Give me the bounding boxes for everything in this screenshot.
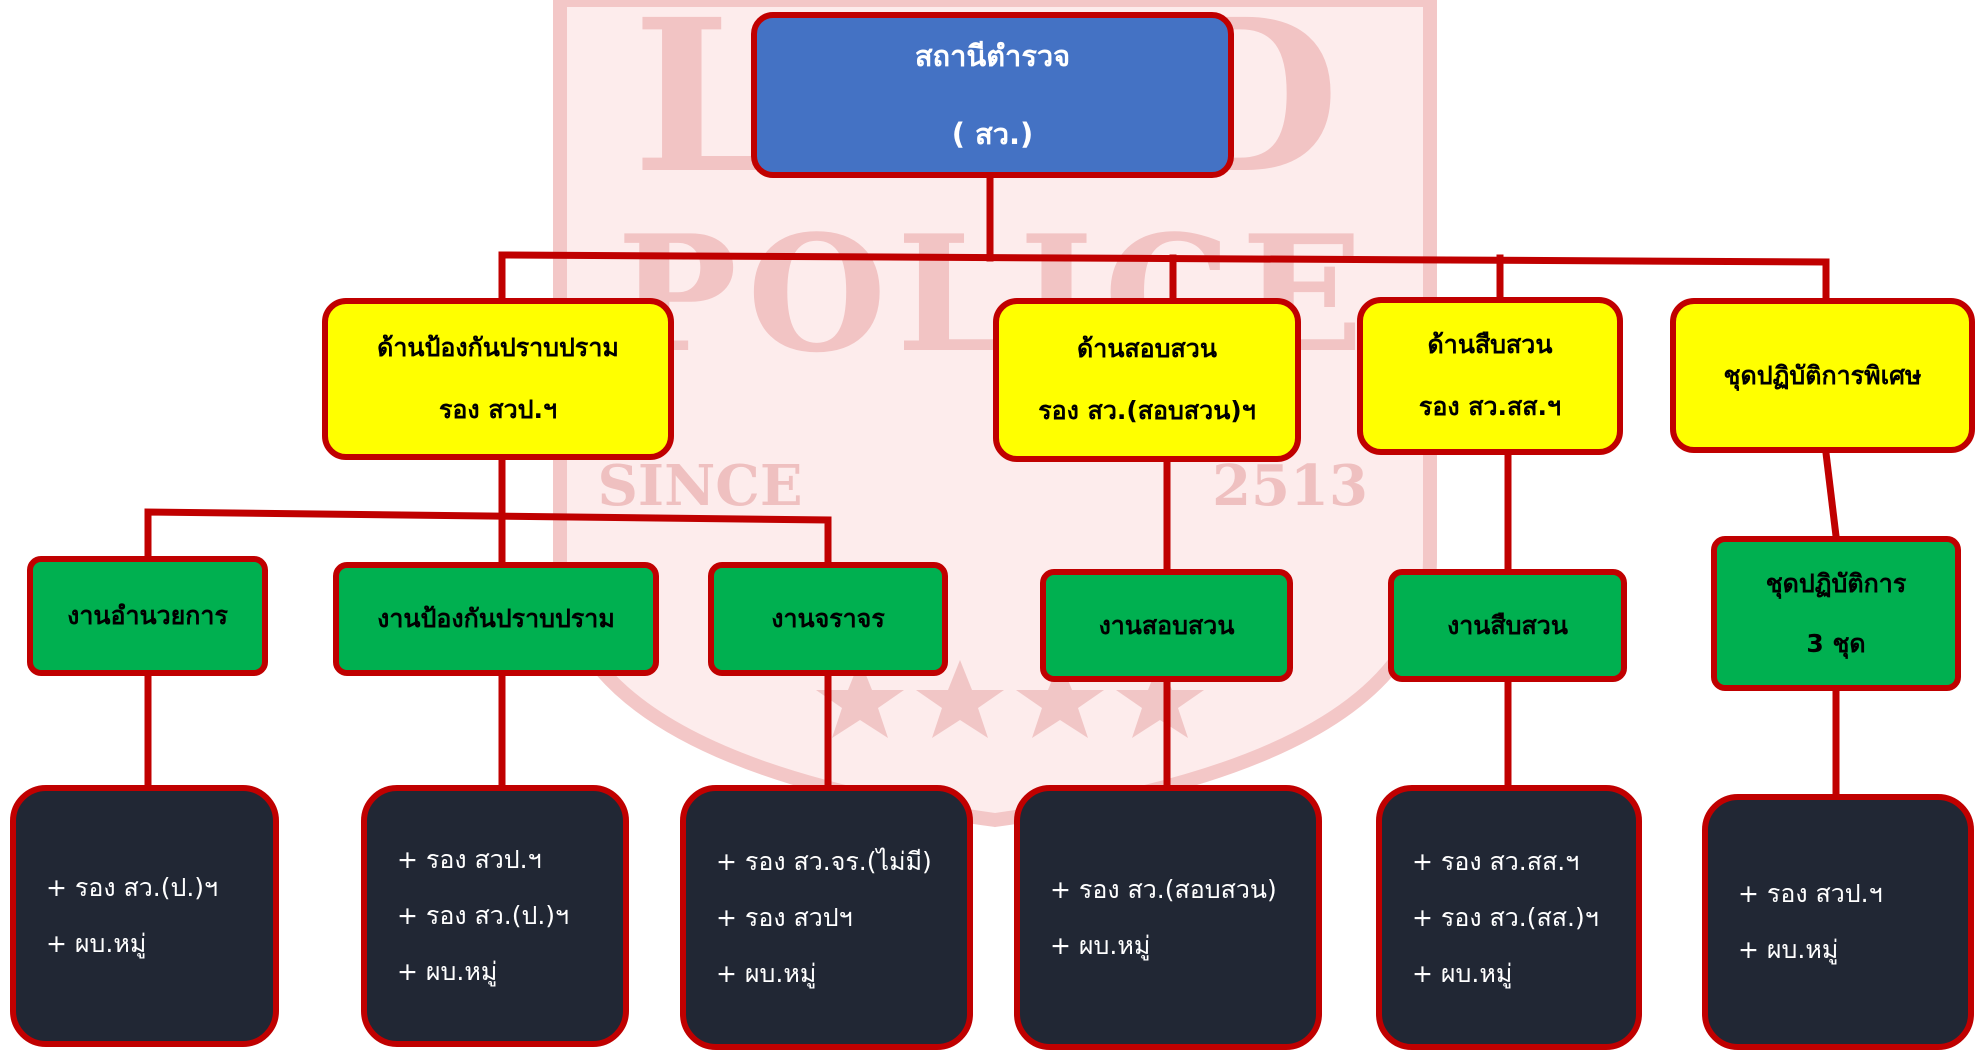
staff-item: + รอง สวป.ฯ [1738,879,1883,908]
division-head: รอง สวป.ฯ [438,395,558,424]
staff-item: + รอง สวปฯ [716,902,853,932]
division-head: รอง สว.(สอบสวน)ฯ [1038,396,1256,425]
staff-item: + ผบ.หมู่ [46,929,147,958]
staff-item: + รอง สว.(สส.)ฯ [1412,902,1599,932]
unit-title: งานป้องกันปราบปราม [377,604,615,633]
unit-special-ops-teams: ชุดปฏิบัติการ 3 ชุด [1711,536,1961,691]
staff-item: + รอง สวป.ฯ [397,845,542,874]
unit-title: งานอำนวยการ [67,601,228,630]
staff-prevention: + รอง สวป.ฯ + รอง สว.(ป.)ฯ + ผบ.หมู่ [361,785,629,1047]
unit-prevention: งานป้องกันปราบปราม [333,562,659,676]
division-prevention: ด้านป้องกันปราบปราม รอง สวป.ฯ [322,298,674,460]
staff-administration: + รอง สว.(ป.)ฯ + ผบ.หมู่ [10,785,279,1047]
staff-item: + ผบ.หมู่ [397,957,498,986]
unit-administration: งานอำนวยการ [27,556,268,676]
division-title: ด้านสืบสวน [1427,330,1553,359]
division-inquiry: ด้านสอบสวน รอง สว.(สอบสวน)ฯ [993,298,1301,462]
staff-item: + ผบ.หมู่ [1412,958,1513,988]
unit-title: งานสอบสวน [1098,610,1235,640]
staff-item: + ผบ.หมู่ [716,958,817,988]
division-title: ชุดปฏิบัติการพิเศษ [1723,360,1922,390]
division-title: ด้านป้องกันปราบปราม [377,333,619,362]
staff-item: + รอง สว.จร.(ไม่มี) [716,846,932,876]
unit-subtitle: 3 ชุด [1806,628,1866,658]
staff-item: + ผบ.หมู่ [1738,935,1839,964]
unit-title: งานสืบสวน [1447,610,1568,640]
staff-item: + รอง สว.(ป.)ฯ [46,873,219,902]
staff-item: + รอง สว.(สอบสวน) [1050,874,1277,904]
division-investigation: ด้านสืบสวน รอง สว.สส.ฯ [1357,297,1623,455]
division-head: รอง สว.สส.ฯ [1418,392,1562,421]
root-title: สถานีตำรวจ [914,39,1071,73]
unit-inquiry: งานสอบสวน [1040,569,1293,682]
unit-title: ชุดปฏิบัติการ [1765,568,1907,598]
unit-title: งานจราจร [771,604,885,633]
staff-investigation: + รอง สว.สส.ฯ + รอง สว.(สส.)ฯ + ผบ.หมู่ [1376,785,1642,1050]
staff-item: + ผบ.หมู่ [1050,930,1151,960]
root-node-police-station: สถานีตำรวจ ( สว.) [751,12,1234,178]
unit-investigation: งานสืบสวน [1388,569,1627,682]
division-title: ด้านสอบสวน [1077,334,1217,363]
division-special-ops: ชุดปฏิบัติการพิเศษ [1670,298,1975,453]
staff-item: + รอง สว.(ป.)ฯ [397,901,570,930]
staff-item: + รอง สว.สส.ฯ [1412,846,1580,876]
root-abbreviation: ( สว.) [951,117,1034,151]
staff-inquiry: + รอง สว.(สอบสวน) + ผบ.หมู่ [1014,785,1322,1050]
unit-traffic: งานจราจร [708,562,948,676]
staff-traffic: + รอง สว.จร.(ไม่มี) + รอง สวปฯ + ผบ.หมู่ [680,785,973,1050]
staff-special-ops: + รอง สวป.ฯ + ผบ.หมู่ [1702,794,1974,1050]
